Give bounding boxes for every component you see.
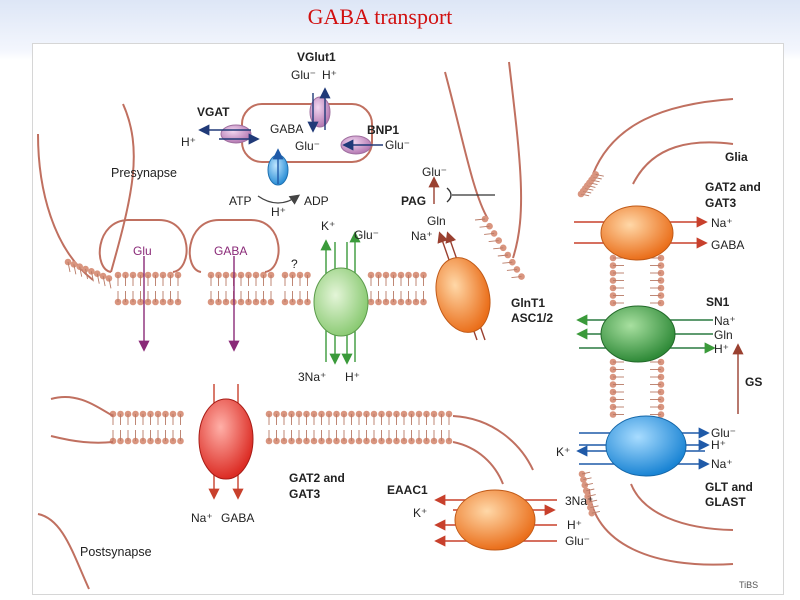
unknown-transporter-label: ?	[291, 257, 298, 271]
green-na-label: 3Na⁺	[298, 370, 326, 384]
glt-transporter	[605, 415, 687, 477]
eaac1-k-label: K⁺	[413, 506, 427, 520]
sn1-gln-label: Gln	[714, 328, 733, 342]
eaac1-glu-label: Glu⁻	[565, 534, 590, 548]
eaac1-h-label: H⁺	[567, 518, 582, 532]
gaba-release-pocket	[188, 219, 280, 273]
eaac1-na-label: 3Na⁺	[565, 494, 593, 508]
glt-label-line2: GLAST	[705, 495, 746, 509]
pump-h-label: H⁺	[271, 205, 286, 219]
green-transporter	[313, 267, 369, 337]
green-h-label: H⁺	[345, 370, 360, 384]
gaba-release-label: GABA	[214, 244, 247, 258]
bnp1-glu-inside-label: Glu⁻	[295, 139, 320, 153]
vglut1-h-label: H⁺	[322, 68, 337, 82]
glu-release-pocket	[98, 219, 188, 273]
membranes	[37, 61, 734, 590]
eaac1-label: EAAC1	[387, 483, 428, 497]
bnp1-label: BNP1	[367, 123, 399, 137]
atp-adp-arrow	[257, 194, 301, 205]
atp-label: ATP	[229, 194, 251, 208]
post-gat-gaba-label: GABA	[221, 511, 254, 525]
glia-gat-transporter	[600, 205, 674, 261]
sn1-label: SN1	[706, 295, 730, 309]
pag-label: PAG	[401, 194, 426, 208]
glt-label-line1: GLT and	[705, 480, 753, 494]
glnt1-label: GlnT1	[511, 296, 545, 310]
postsynapse-label: Postsynapse	[80, 545, 152, 559]
vglut1-glu-label: Glu⁻	[291, 68, 316, 82]
pag-na-label: Na⁺	[411, 229, 433, 243]
sn1-transporter	[600, 305, 676, 363]
post-gat-na-label: Na⁺	[191, 511, 213, 525]
bnp1-glu-label: Glu⁻	[385, 138, 410, 152]
vgat-h-label: H⁺	[181, 135, 196, 149]
post-gat-label-line1: GAT2 and	[289, 471, 345, 485]
eaac1-transporter	[454, 489, 536, 551]
glu-release-label: Glu	[133, 244, 152, 258]
green-glu-label: Glu⁻	[354, 228, 379, 242]
vgat-transporter	[220, 124, 252, 144]
glia-gat-na-label: Na⁺	[711, 216, 733, 230]
presynapse-label: Presynapse	[111, 166, 177, 180]
glt-k-label: K⁺	[556, 445, 570, 459]
pag-glu-label: Glu⁻	[422, 165, 447, 179]
adp-label: ADP	[304, 194, 329, 208]
post-gat-label-line2: GAT3	[289, 487, 320, 501]
vgat-label: VGAT	[197, 105, 230, 119]
gaba-transport-diagram: Presynapse Postsynapse Glia VGlut1 Glu⁻ …	[37, 50, 762, 590]
vglut1-label: VGlut1	[297, 50, 336, 64]
glnt1-transporter	[435, 257, 491, 333]
glt-na-label: Na⁺	[711, 457, 733, 471]
slide-title: GABA transport	[307, 4, 453, 29]
pag-gln-label: Gln	[427, 214, 446, 228]
post-gat-transporter	[198, 398, 254, 480]
sn1-na-label: Na⁺	[714, 314, 736, 328]
glt-glu-label: Glu⁻	[711, 426, 736, 440]
figure-panel: Presynapse Postsynapse Glia VGlut1 Glu⁻ …	[32, 43, 784, 595]
credit-label: TiBS	[739, 580, 758, 590]
glia-gat-label-line1: GAT2 and	[705, 180, 761, 194]
glia-gat-label-line2: GAT3	[705, 196, 736, 210]
sn1-h-label: H⁺	[714, 342, 729, 356]
glia-label: Glia	[725, 150, 748, 164]
green-k-label: K⁺	[321, 219, 335, 233]
gs-label: GS	[745, 375, 762, 389]
glia-gat-gaba-label: GABA	[711, 238, 744, 252]
glt-h-label: H⁺	[711, 438, 726, 452]
asc12-label: ASC1/2	[511, 311, 553, 325]
vgat-gaba-label: GABA	[270, 122, 303, 136]
pag-enzyme-bracket	[446, 187, 452, 203]
